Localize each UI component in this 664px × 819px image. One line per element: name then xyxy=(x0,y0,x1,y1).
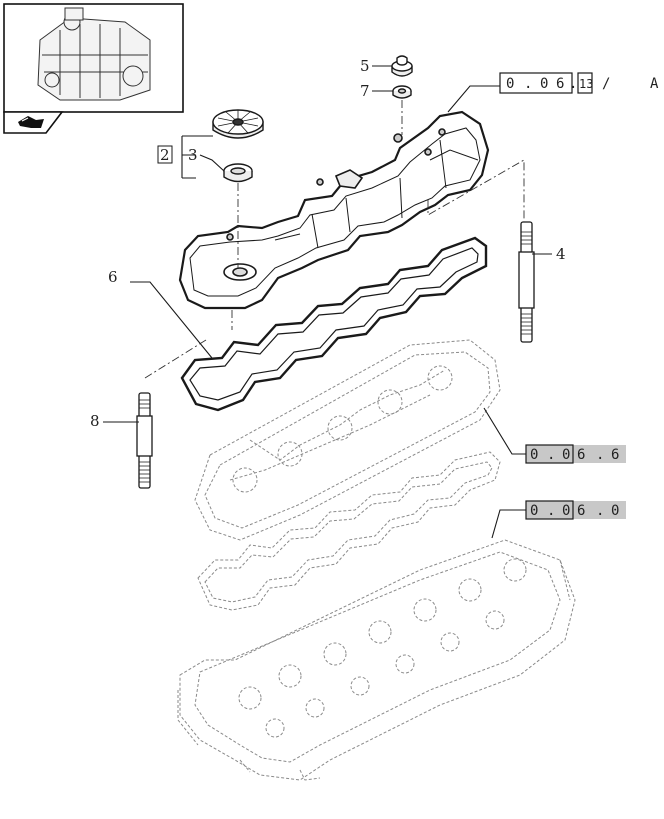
assembly-axes xyxy=(144,100,525,379)
ref-top-c3: 6 xyxy=(556,76,564,92)
ref-low-c1: . xyxy=(547,503,555,519)
valve-cover-gasket[interactable] xyxy=(180,236,488,412)
ref-top-c1: . xyxy=(524,76,532,92)
callout-8: 8 xyxy=(90,412,100,430)
ref-mid-c2: 0 xyxy=(562,447,570,463)
ref-top-c2: 0 xyxy=(540,76,548,92)
ref-top-c4: . xyxy=(569,76,577,92)
valve-cover[interactable] xyxy=(178,110,490,310)
ref-low-c5: 0 xyxy=(611,503,619,519)
ghost-cylinder-head xyxy=(177,539,576,781)
ref-low-c0: 0 xyxy=(530,503,538,519)
engine-thumbnail-icon xyxy=(37,7,151,101)
engine-thumbnail[interactable] xyxy=(3,3,184,113)
callout-4: 4 xyxy=(556,245,566,263)
sealing-washer[interactable] xyxy=(392,85,412,99)
next-page-arrow-icon xyxy=(18,116,44,128)
callout-6: 6 xyxy=(108,268,118,286)
ref-low-c2: 0 xyxy=(562,503,570,519)
ref-link-0-06-13[interactable]: 0 . 0 6 . 13 / A xyxy=(499,72,659,94)
ref-top-c7: A xyxy=(650,76,659,92)
ref-mid-c3: 6 xyxy=(577,447,585,463)
ref-mid-c5: 6 xyxy=(611,447,619,463)
ref-link-0-06-0[interactable]: 0 . 0 6 . 0 xyxy=(525,500,626,520)
ref-top-c0: 0 xyxy=(506,76,514,92)
oil-filler-cap[interactable] xyxy=(212,109,264,139)
next-page-button[interactable] xyxy=(3,111,64,134)
ghost-housing xyxy=(194,339,501,541)
ref-top-c5: 13 xyxy=(579,77,593,91)
seal-ring[interactable] xyxy=(223,163,253,183)
ref-link-0-06-6[interactable]: 0 . 0 6 . 6 xyxy=(525,444,626,464)
stud-bolt-left[interactable] xyxy=(136,392,153,489)
callout-5: 5 xyxy=(360,57,370,75)
ref-mid-c4: . xyxy=(596,447,604,463)
cover-nut[interactable] xyxy=(391,55,413,77)
leader-lines xyxy=(103,65,552,539)
ref-low-c3: 6 xyxy=(577,503,585,519)
ref-top-c6: / xyxy=(602,76,610,92)
callout-3: 3 xyxy=(188,146,198,164)
ghost-gasket xyxy=(197,451,501,611)
ref-low-c4: . xyxy=(596,503,604,519)
callout-2-box[interactable]: 2 xyxy=(157,145,173,164)
ref-mid-c0: 0 xyxy=(530,447,538,463)
ref-mid-c1: . xyxy=(547,447,555,463)
stud-bolt-right[interactable] xyxy=(518,221,535,343)
callout-7: 7 xyxy=(360,82,370,100)
callout-2: 2 xyxy=(160,146,170,164)
